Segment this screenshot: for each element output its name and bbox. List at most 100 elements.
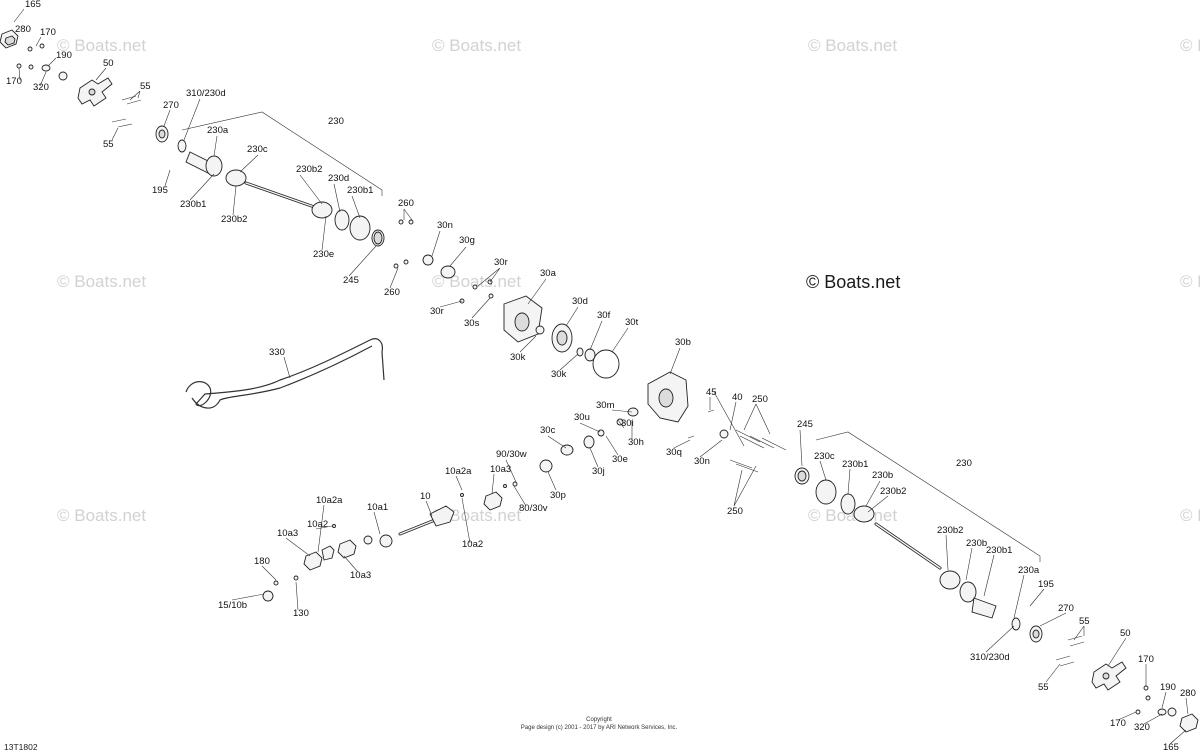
part-label: 230: [956, 458, 972, 469]
part-label: 30a: [540, 268, 557, 279]
part-labels: 165 280 170 190 170 320 50 55 55 270 310…: [6, 0, 1196, 753]
drive-shaft-inner: [875, 523, 941, 569]
part-label: 30n: [437, 220, 453, 231]
seal-part: [627, 407, 639, 417]
part-label: 230a: [207, 125, 229, 136]
bolt-part: [735, 429, 787, 451]
part-label: 165: [1163, 742, 1179, 753]
washer-part: [584, 348, 596, 362]
seal-ring-inner: [797, 470, 807, 482]
watermark: © Boats.net: [432, 36, 521, 55]
part-label: 10a3: [350, 570, 371, 581]
part-label: 230d: [328, 173, 349, 184]
part-label: 230e: [313, 249, 334, 260]
bearing-inner: [1032, 629, 1040, 639]
part-label: 195: [1038, 579, 1054, 590]
part-label: 30i: [621, 418, 634, 429]
part-label: 55: [1079, 616, 1090, 627]
front-left-assembly: [0, 29, 414, 269]
part-label: 50: [103, 58, 114, 69]
bearing-inner: [158, 129, 166, 139]
circlip-part: [177, 139, 187, 153]
part-label: 45: [706, 387, 717, 398]
part-label: 30n: [694, 456, 710, 467]
part-label: 260: [398, 198, 414, 209]
part-label: 170: [1138, 654, 1154, 665]
rear-right-assembly: [794, 431, 1199, 733]
bolt-part: [403, 259, 409, 265]
prop-shaft-assembly: [262, 481, 518, 602]
part-label: 30k: [551, 369, 567, 380]
pin-part: [687, 435, 695, 439]
part-label: 190: [1160, 682, 1176, 693]
clamp-part: [840, 493, 856, 515]
circlip-part: [1011, 617, 1021, 631]
part-label: 170: [6, 76, 22, 87]
seal-part: [535, 325, 545, 335]
part-label: 30h: [628, 437, 644, 448]
pin-part: [460, 493, 464, 497]
yoke-part: [1179, 713, 1199, 733]
shaft-end-part: [429, 505, 455, 527]
part-label: 230b2: [880, 486, 906, 497]
bearing-part: [539, 459, 553, 473]
bolt-part: [393, 263, 399, 269]
cv-joint-inner: [815, 479, 837, 505]
part-label: 30u: [574, 412, 590, 423]
part-label: 10a3: [490, 464, 511, 475]
seal-part: [719, 429, 729, 439]
watermark-main: © Boats.net: [806, 272, 900, 292]
part-label: 170: [40, 27, 56, 38]
cover-hole: [514, 312, 530, 332]
part-label: 270: [1058, 603, 1074, 614]
part-label: 230b: [966, 538, 987, 549]
u-joint-part: [321, 545, 335, 561]
seal-part: [262, 590, 274, 602]
part-label: 230b1: [842, 459, 868, 470]
part-label: 260: [384, 287, 400, 298]
part-label: 230a: [1018, 565, 1040, 576]
seal-part: [422, 254, 434, 266]
yoke-part: [337, 539, 357, 559]
watermark: © Boats.net: [1180, 506, 1200, 525]
part-label: 10a2: [307, 519, 328, 530]
part-label: 245: [343, 275, 359, 286]
differential-assembly: [422, 254, 787, 473]
bolt-part: [111, 118, 133, 128]
part-label: 230b1: [986, 545, 1012, 556]
footer-page-design: Page design (c) 2001 - 2017 by ARI Netwo…: [521, 725, 678, 731]
part-label: 230b2: [221, 214, 247, 225]
boot-part: [379, 534, 393, 548]
part-label: 30t: [625, 317, 639, 328]
bearing-part: [440, 265, 456, 279]
bolt-part: [39, 43, 45, 49]
drive-shaft-inner: [245, 182, 321, 210]
footer-copyright: Copyright: [586, 717, 612, 723]
part-label: 230b: [872, 470, 893, 481]
bolt-part: [408, 219, 414, 225]
watermarks: © Boats.net © Boats.net © Boats.net © Bo…: [57, 36, 1200, 525]
part-label: 310/230d: [970, 652, 1010, 663]
part-label: 30f: [597, 310, 611, 321]
part-label: 230: [328, 116, 344, 127]
yoke-detail: [4, 35, 16, 46]
watermark: © Boats.net: [1180, 272, 1200, 291]
bolt-part: [16, 63, 22, 69]
cv-housing-part: [205, 155, 223, 177]
bolt-part: [512, 481, 518, 487]
part-label: 190: [56, 50, 72, 61]
part-label: 30j: [592, 466, 605, 477]
cv-joint-inner: [349, 215, 371, 241]
watermark: © Boats.net: [808, 36, 897, 55]
part-label: 165: [25, 0, 41, 10]
part-label: 80/30v: [519, 503, 548, 514]
watermark: © Boats.net: [57, 272, 146, 291]
part-label: 30c: [540, 425, 556, 436]
bolt-part: [729, 459, 759, 473]
cv-joint-part: [971, 597, 997, 619]
wire-harness-strand: [191, 345, 373, 409]
clamp-part: [334, 209, 350, 231]
bolt-part: [1135, 709, 1141, 715]
ring-part: [597, 429, 605, 437]
